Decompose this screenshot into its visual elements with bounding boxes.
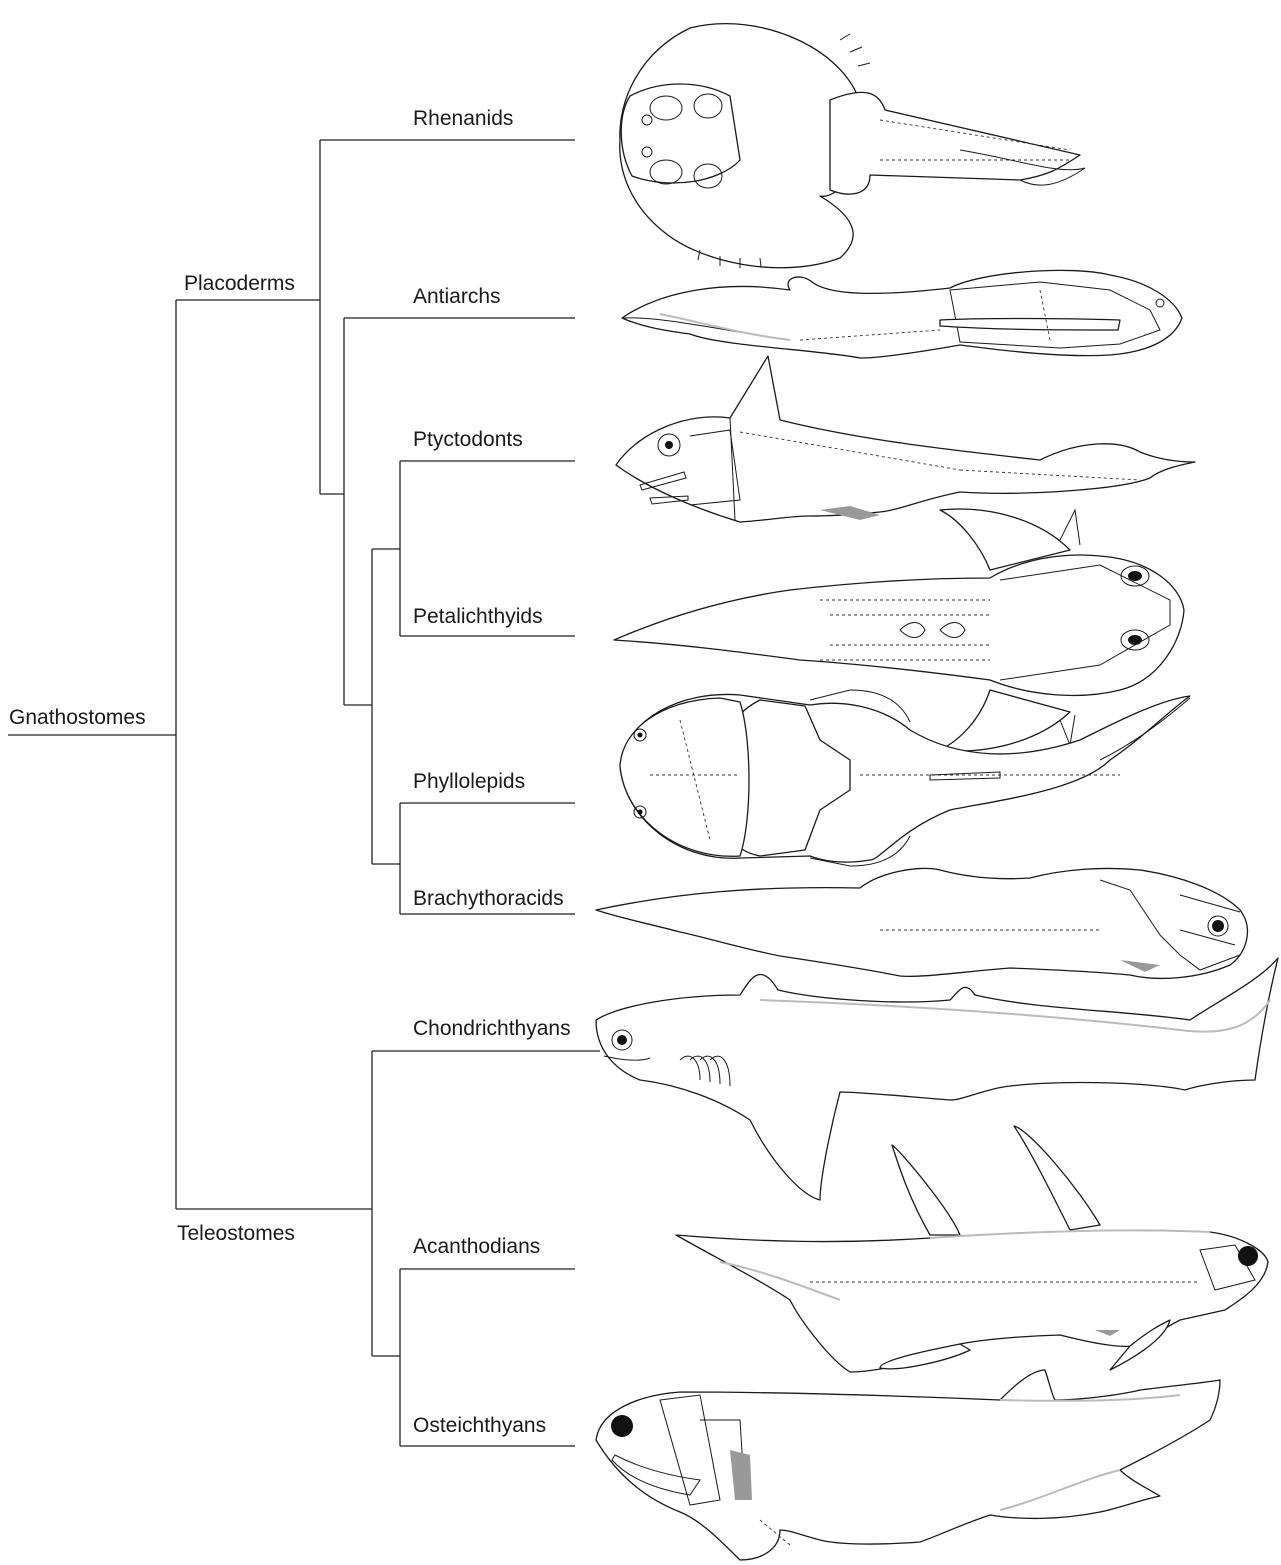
label-chondrichthyans: Chondrichthyans xyxy=(413,1017,571,1040)
label-gnathostomes: Gnathostomes xyxy=(9,706,146,729)
label-petalichthyids: Petalichthyids xyxy=(413,605,543,628)
label-antiarchs: Antiarchs xyxy=(413,285,501,308)
cladogram-labels: Gnathostomes Placoderms Teleostomes Rhen… xyxy=(9,107,571,1437)
label-osteichthyans: Osteichthyans xyxy=(413,1414,546,1437)
rhenanid-fish-illustration xyxy=(620,24,1085,268)
phyllolepid-fish-illustration xyxy=(620,690,1190,866)
acanthodian-fish-illustration xyxy=(676,1126,1268,1372)
label-brachythoracids: Brachythoracids xyxy=(413,887,564,910)
label-ptyctodonts: Ptyctodonts xyxy=(413,428,523,451)
brachythoracid-fish-illustration xyxy=(596,868,1247,978)
osteichthyan-fish-illustration xyxy=(596,1370,1220,1560)
label-rhenanids: Rhenanids xyxy=(413,107,513,130)
label-acanthodians: Acanthodians xyxy=(413,1235,540,1258)
label-teleostomes: Teleostomes xyxy=(177,1222,295,1245)
antiarch-fish-illustration xyxy=(622,270,1182,358)
ptyctodont-fish-illustration xyxy=(616,356,1195,522)
chondrichthyan-fish-illustration xyxy=(596,958,1278,1200)
label-phyllolepids: Phyllolepids xyxy=(413,770,525,793)
label-placoderms: Placoderms xyxy=(184,272,295,295)
